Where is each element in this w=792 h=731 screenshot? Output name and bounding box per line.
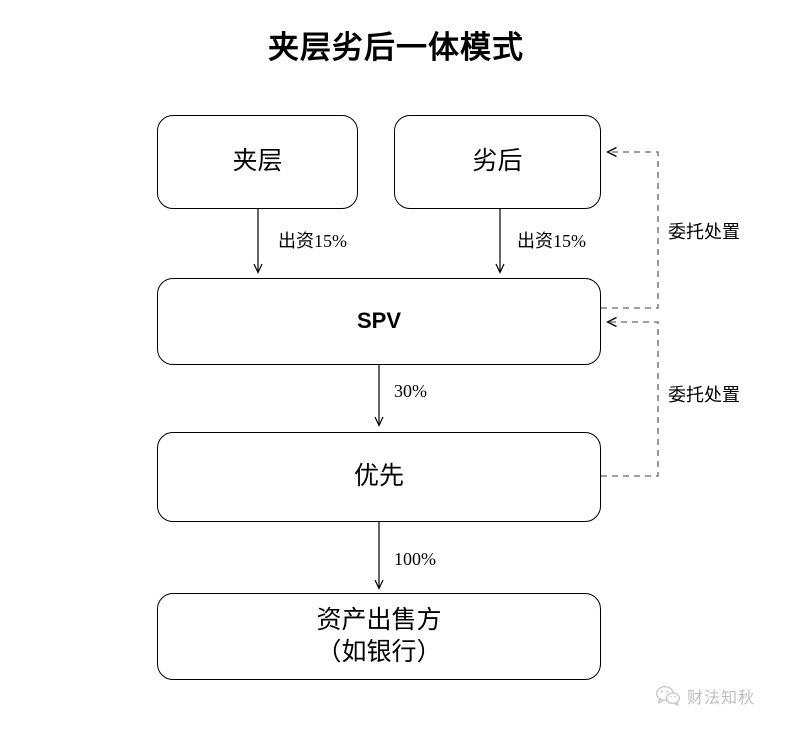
node-senior[interactable]: 优先 [157, 432, 601, 522]
edge-label-subordinate-to-spv: 出资15% [517, 231, 586, 251]
node-mezzanine-label: 夹层 [232, 148, 283, 175]
edge-label-senior-to-subordinate: 委托处置 [668, 222, 740, 242]
node-asset-seller-label: 资产出售方 （如银行） [316, 606, 442, 666]
node-asset-seller[interactable]: 资产出售方 （如银行） [157, 593, 601, 680]
node-spv[interactable]: SPV [157, 278, 601, 365]
node-spv-label: SPV [356, 308, 402, 334]
watermark-text: 财法知秋 [687, 690, 756, 707]
watermark: 财法知秋 [655, 684, 755, 708]
node-senior-label: 优先 [353, 463, 404, 490]
page-title: 夹层劣后一体模式 [268, 30, 524, 65]
node-subordinate-label: 劣后 [472, 148, 523, 175]
wechat-icon [655, 685, 681, 707]
edge-label-senior-to-spv: 委托处置 [668, 385, 740, 405]
edge-spv-to-subordinate-dashed [601, 146, 659, 309]
node-subordinate[interactable]: 劣后 [394, 115, 601, 209]
edge-label-spv-to-senior: 30% [394, 381, 427, 401]
edge-label-mezzanine-to-spv: 出资15% [278, 231, 347, 251]
node-mezzanine[interactable]: 夹层 [157, 115, 358, 209]
edge-label-senior-to-asset-seller: 100% [394, 549, 436, 569]
edge-senior-to-spv-dashed [601, 316, 659, 477]
